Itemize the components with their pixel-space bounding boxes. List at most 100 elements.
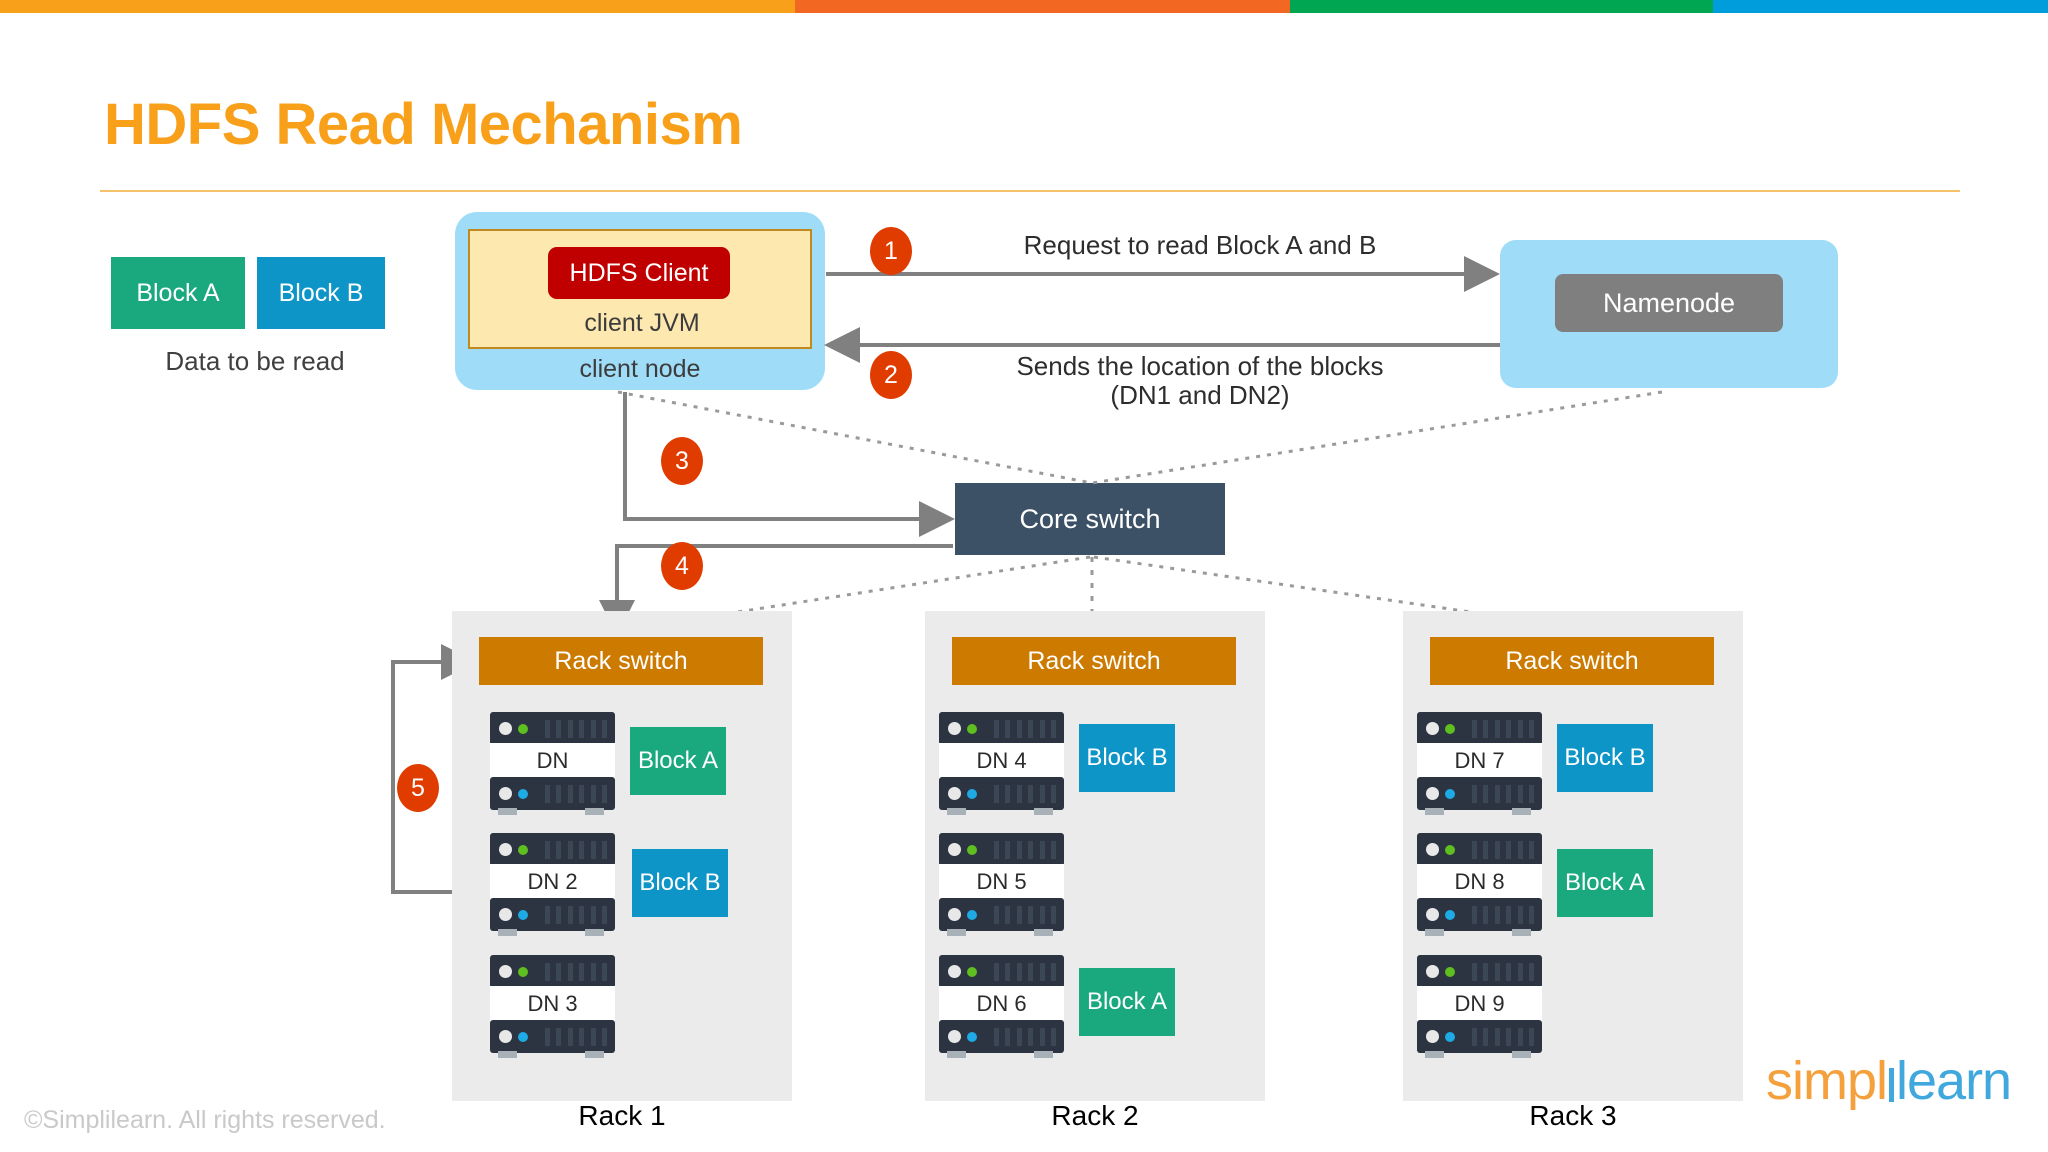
server-feet — [1417, 1051, 1542, 1058]
hdfs-client-box: HDFS Client — [548, 247, 730, 299]
server-feet — [1417, 929, 1542, 936]
server-led-green — [967, 967, 977, 977]
server-led-white — [499, 965, 512, 978]
step-badge-1: 1 — [870, 227, 912, 275]
server-vents — [994, 841, 1056, 859]
server-led-blue — [518, 789, 528, 799]
source-block-a: Block A — [111, 257, 245, 329]
namenode-container: Namenode — [1500, 240, 1838, 388]
rack-1-label: Rack 1 — [578, 1100, 666, 1131]
server-led-green — [518, 967, 528, 977]
server-vents — [994, 906, 1056, 924]
server-vents — [1472, 1028, 1534, 1046]
logo-bar-icon — [1889, 1068, 1895, 1102]
server-led-blue — [518, 1032, 528, 1042]
server-led-green — [967, 845, 977, 855]
namenode-box: Namenode — [1555, 274, 1783, 332]
rack-2-node-1-block: Block B — [1079, 724, 1175, 792]
server-feet — [1417, 808, 1542, 815]
step-badge-4: 4 — [661, 542, 703, 590]
server-led-green — [1445, 967, 1455, 977]
server-led-white — [948, 843, 961, 856]
rack-2-node-1-label: DN 4 — [939, 743, 1064, 779]
top-color-bar — [0, 0, 2048, 13]
server-led-blue — [1445, 789, 1455, 799]
server-feet — [490, 808, 615, 815]
rack-3-node-2-label: DN 8 — [1417, 864, 1542, 900]
client-jvm-box: HDFS Client client JVM — [468, 229, 812, 349]
rack-2-label: Rack 2 — [1051, 1100, 1139, 1131]
server-feet — [939, 808, 1064, 815]
server-led-green — [967, 724, 977, 734]
server-top-band — [939, 833, 1064, 866]
source-block-b: Block B — [257, 257, 385, 329]
server-vents — [994, 720, 1056, 738]
rack-2-node-3-label: DN 6 — [939, 986, 1064, 1022]
rack-1-node-1-block: Block A — [630, 727, 726, 795]
logo-text-learn: learn — [1896, 1051, 2012, 1111]
step-2-caption-line2: (DN1 and DN2) — [1110, 380, 1290, 411]
server-top-band — [1417, 712, 1542, 745]
server-led-green — [1445, 724, 1455, 734]
server-bottom-band — [1417, 777, 1542, 810]
server-led-white — [499, 1030, 512, 1043]
server-feet — [939, 1051, 1064, 1058]
logo-text-simpl: simpl — [1766, 1051, 1888, 1111]
page-title: HDFS Read Mechanism — [104, 92, 743, 157]
rack-3-node-3-server-icon: DN 9 — [1417, 955, 1542, 1058]
server-led-white — [1426, 908, 1439, 921]
server-vents — [545, 785, 607, 803]
server-led-blue — [1445, 1032, 1455, 1042]
rack-3-node-3-label: DN 9 — [1417, 986, 1542, 1022]
step-badge-2: 2 — [870, 351, 912, 399]
rack-1-switch: Rack switch — [479, 637, 763, 685]
server-vents — [994, 1028, 1056, 1046]
rack-1: Rack switch DN Block A DN 2 — [452, 611, 792, 1101]
step-2-caption-line1: Sends the location of the blocks — [1016, 351, 1384, 381]
rack-2-node-2-label: DN 5 — [939, 864, 1064, 900]
rack-2-switch: Rack switch — [952, 637, 1236, 685]
server-vents — [1472, 963, 1534, 981]
server-led-white — [499, 908, 512, 921]
server-bottom-band — [939, 777, 1064, 810]
server-bottom-band — [490, 898, 615, 931]
server-led-blue — [967, 789, 977, 799]
server-top-band — [939, 955, 1064, 988]
server-led-blue — [1445, 910, 1455, 920]
server-bottom-band — [939, 1020, 1064, 1053]
server-led-white — [948, 787, 961, 800]
server-led-white — [948, 908, 961, 921]
rack-1-node-3-label: DN 3 — [490, 986, 615, 1022]
server-led-white — [948, 722, 961, 735]
server-bottom-band — [490, 1020, 615, 1053]
rack-3-label: Rack 3 — [1529, 1100, 1617, 1131]
rack-3-node-2-block: Block A — [1557, 849, 1653, 917]
rack-3-switch: Rack switch — [1430, 637, 1714, 685]
rack-2-node-2-server-icon: DN 5 — [939, 833, 1064, 936]
rack-2: Rack switch DN 4 Block B DN 5 — [925, 611, 1265, 1101]
server-feet — [939, 929, 1064, 936]
topbar-segment-orange-dark — [795, 0, 1290, 13]
server-led-green — [1445, 845, 1455, 855]
server-led-blue — [967, 1032, 977, 1042]
server-vents — [994, 785, 1056, 803]
server-led-blue — [518, 910, 528, 920]
server-vents — [994, 963, 1056, 981]
server-vents — [545, 841, 607, 859]
rack-1-node-2-label: DN 2 — [490, 864, 615, 900]
rack-2-node-3-server-icon: DN 6 — [939, 955, 1064, 1058]
client-node-label: client node — [579, 355, 701, 383]
rack-1-node-1-label: DN — [490, 743, 615, 779]
server-vents — [1472, 906, 1534, 924]
server-led-white — [948, 1030, 961, 1043]
rack-1-node-1-server-icon: DN — [490, 712, 615, 815]
topbar-segment-green — [1290, 0, 1713, 13]
server-vents — [1472, 841, 1534, 859]
server-vents — [1472, 785, 1534, 803]
server-led-green — [518, 724, 528, 734]
server-top-band — [939, 712, 1064, 745]
server-bottom-band — [1417, 1020, 1542, 1053]
server-top-band — [490, 712, 615, 745]
server-led-white — [1426, 965, 1439, 978]
